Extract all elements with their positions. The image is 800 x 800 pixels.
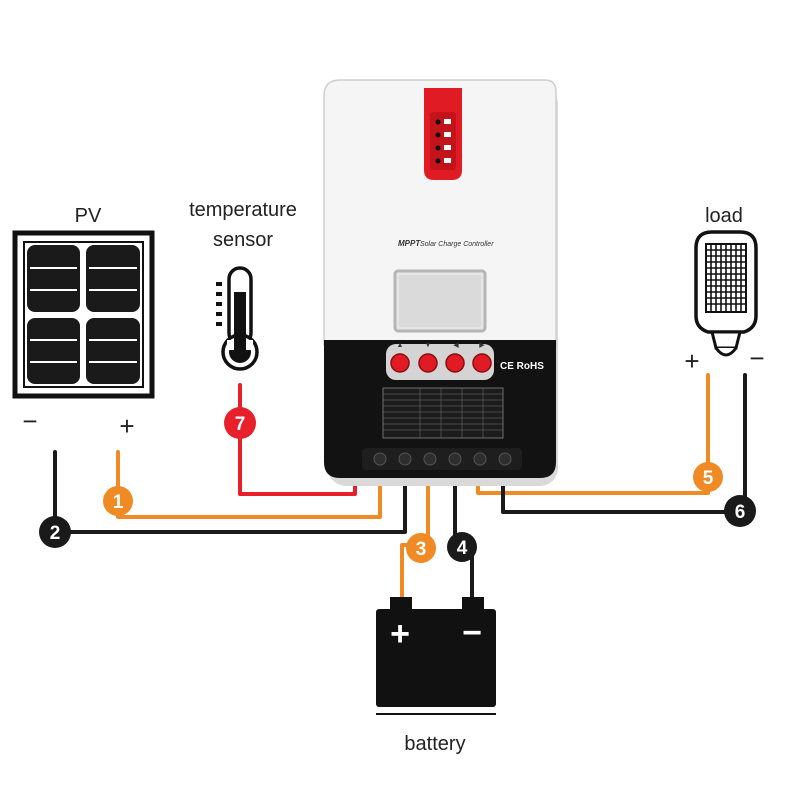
temperature-sensor-label-line2: sensor (213, 229, 273, 251)
connection-badge-4: 4 (447, 532, 477, 562)
battery-icon (376, 597, 496, 715)
svg-text:4: 4 (457, 538, 468, 559)
svg-text:5: 5 (703, 468, 714, 489)
button-down[interactable] (418, 353, 438, 373)
lamp-icon (694, 230, 758, 357)
load-label: load (705, 205, 743, 227)
svg-text:7: 7 (235, 414, 246, 435)
controller-buttons: ▲ ▼ ◀ ▶ (386, 342, 494, 380)
controller-title: MPPT (398, 239, 421, 248)
thermometer-icon (216, 266, 259, 371)
connection-badge-7: 7 (224, 407, 256, 439)
certification-mark: CE RoHS (500, 361, 544, 372)
button-up[interactable] (390, 353, 410, 373)
controller-subtitle: Solar Charge Controller (420, 241, 494, 248)
battery-minus-sign: − (462, 614, 482, 652)
pv-plus-sign: + (119, 411, 134, 441)
pv-label: PV (75, 205, 102, 227)
svg-text:6: 6 (735, 502, 746, 523)
svg-text:▶: ▶ (479, 342, 485, 349)
battery-plus-sign: + (390, 615, 410, 653)
wire-load-negative (501, 373, 747, 514)
connection-badge-3: 3 (406, 533, 436, 563)
button-right[interactable] (472, 353, 492, 373)
pv-panel (12, 230, 155, 399)
svg-text:1: 1 (113, 492, 124, 513)
battery-label: battery (404, 733, 465, 755)
connection-badge-5: 5 (693, 462, 723, 492)
pv-minus-sign: − (22, 406, 37, 436)
connection-badge-1: 1 (103, 486, 133, 516)
svg-text:▲: ▲ (397, 342, 404, 349)
connection-badge-2: 2 (39, 516, 71, 548)
button-left[interactable] (445, 353, 465, 373)
spec-table (382, 387, 504, 439)
wire-pv-positive (116, 450, 382, 519)
svg-text:◀: ◀ (453, 342, 459, 349)
load-plus-sign: + (684, 346, 699, 376)
wire-battery-positive (400, 468, 430, 600)
svg-text:3: 3 (416, 539, 427, 560)
load-minus-sign: − (749, 343, 764, 373)
svg-text:2: 2 (50, 523, 61, 544)
terminal-block (362, 448, 522, 470)
temperature-sensor-label-line1: temperature (189, 199, 297, 221)
wire-pv-negative (53, 450, 407, 534)
svg-text:▼: ▼ (425, 342, 432, 349)
charge-controller: MPPT Solar Charge Controller ▲ ▼ ◀ ▶ CE … (323, 79, 558, 486)
connection-badge-6: 6 (724, 495, 756, 527)
